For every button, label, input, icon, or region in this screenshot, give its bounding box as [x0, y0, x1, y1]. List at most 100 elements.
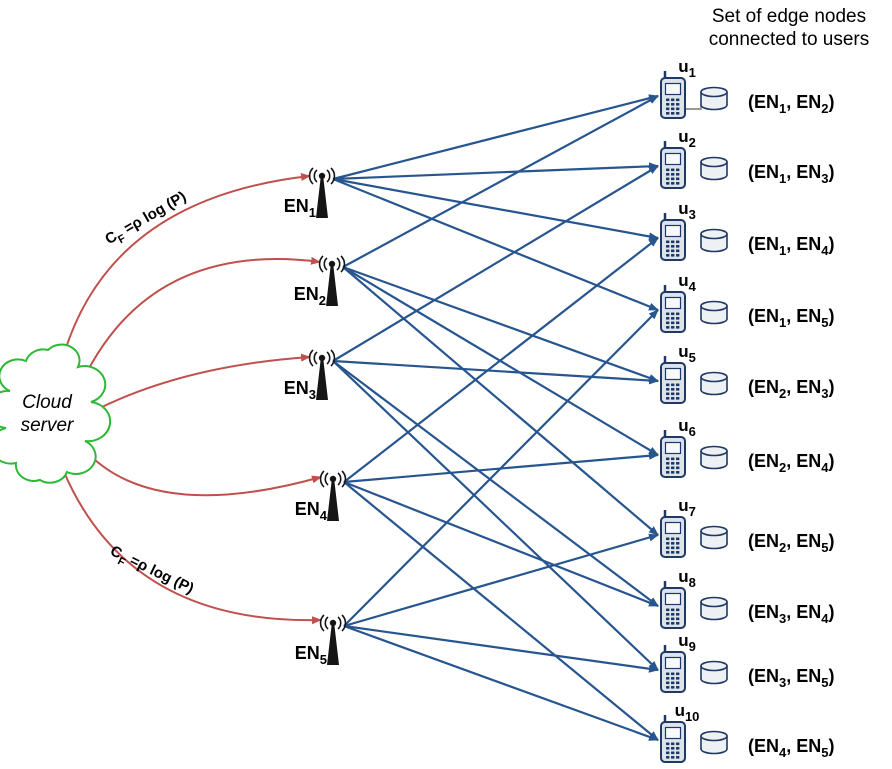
phone-icon	[660, 71, 686, 119]
database-icon	[700, 730, 728, 755]
cloud-link-EN5	[63, 471, 322, 625]
database-icon	[700, 371, 728, 396]
antenna-icon	[318, 255, 346, 306]
pair-label: (EN3, EN5)	[748, 666, 834, 690]
access-link-EN4-u6	[343, 451, 659, 484]
user-u10: u10 (EN4, EN5)	[660, 701, 834, 763]
database-icon	[700, 228, 728, 253]
pair-label: (EN2, EN5)	[748, 531, 834, 555]
antenna-icon	[308, 167, 336, 218]
access-link-EN5-u9	[343, 624, 659, 673]
pair-label: (EN4, EN5)	[748, 736, 834, 760]
pair-label: (EN1, EN5)	[748, 306, 834, 330]
access-link-EN1-u2	[332, 162, 659, 181]
cloud-icon	[0, 343, 112, 484]
database-icon	[700, 300, 728, 325]
user-u7: u7 (EN2, EN5)	[660, 496, 834, 558]
database-icon	[700, 596, 728, 621]
phone-icon	[660, 213, 686, 261]
cloud-label-line2: server	[21, 415, 74, 436]
edge-node-label: EN5	[295, 643, 327, 667]
user-label: u9	[678, 631, 696, 654]
user-u4: u4 (EN1, EN5)	[660, 271, 834, 333]
user-label: u6	[678, 416, 696, 439]
edge-node-label: EN4	[295, 499, 328, 523]
title-line-2: connected to users	[708, 28, 870, 50]
users: u1 (EN1, EN2) u2 (EN1, EN3) u3 (EN1, EN4) u4 (E…	[660, 57, 834, 763]
cloud-link-EN4	[81, 446, 322, 497]
edge-node-EN5: EN5	[295, 614, 347, 667]
title-line-1: Set of edge nodes	[711, 6, 867, 27]
database-icon	[700, 156, 728, 181]
access-link-EN1-u1	[332, 94, 659, 181]
database-icon	[700, 525, 728, 550]
user-u8: u8 (EN3, EN4)	[660, 567, 834, 629]
access-link-EN3-u2	[332, 165, 659, 362]
cloud-link-EN2	[81, 256, 321, 383]
access-link-EN4-u10	[343, 481, 659, 741]
access-link-EN4-u8	[343, 480, 659, 608]
antenna-icon	[319, 614, 347, 665]
edge-node-EN2: EN2	[294, 255, 346, 308]
user-label: u2	[678, 127, 696, 150]
database-icon	[700, 660, 728, 685]
diagram-title: Set of edge nodes connected to users	[688, 6, 890, 52]
antenna-icon	[319, 470, 347, 521]
edge-node-label: EN3	[284, 378, 316, 402]
user-label: u10	[675, 701, 700, 724]
phone-icon	[660, 141, 686, 189]
pair-label: (EN3, EN4)	[748, 602, 834, 626]
edge-to-user-links	[332, 94, 659, 742]
user-label: u1	[678, 57, 696, 80]
user-label: u7	[678, 496, 696, 519]
user-label: u8	[678, 567, 696, 590]
database-icon	[700, 86, 728, 111]
access-link-EN1-u4	[332, 177, 659, 312]
access-link-EN3-u8	[332, 360, 659, 607]
pair-label: (EN2, EN4)	[748, 451, 834, 475]
phone-db-connector	[686, 105, 702, 110]
cloud-link-EN1	[63, 173, 311, 355]
pair-label: (EN1, EN3)	[748, 162, 834, 186]
user-u9: u9 (EN3, EN5)	[660, 631, 834, 693]
access-link-EN5-u7	[343, 533, 659, 628]
database-icon	[700, 445, 728, 470]
edge-node-EN4: EN4	[295, 470, 347, 523]
phone-icon	[660, 715, 686, 763]
edge-node-label: EN1	[284, 196, 316, 220]
user-u2: u2 (EN1, EN3)	[660, 127, 834, 189]
phone-icon	[660, 510, 686, 558]
user-u6: u6 (EN2, EN4)	[660, 416, 834, 478]
user-u5: u5(EN2, EN3)	[660, 342, 834, 404]
cloud-to-edge-links	[63, 173, 322, 625]
user-u3: u3 (EN1, EN4)	[660, 199, 834, 261]
edge-node-label: EN2	[294, 284, 326, 308]
cloud-link-EN3	[89, 353, 311, 414]
access-link-EN3-u5	[332, 359, 659, 385]
pair-label: (EN1, EN2)	[748, 92, 834, 116]
pair-label: (EN1, EN4)	[748, 234, 834, 258]
access-link-EN2-u7	[342, 266, 659, 536]
access-link-EN2-u5	[342, 265, 659, 383]
user-label: u3	[678, 199, 696, 222]
phone-icon	[660, 645, 686, 693]
capacity-label-1: CF =ρ log (P)	[102, 188, 191, 251]
capacity-label-2: CF =ρ log (P)	[106, 542, 197, 601]
phone-icon	[660, 356, 686, 404]
user-label: u4	[678, 271, 696, 294]
user-label: u5	[678, 342, 696, 365]
antenna-icon	[308, 349, 336, 400]
cloud-label-line1: Cloud	[22, 392, 73, 413]
capacity-labels: CF =ρ log (P) CF =ρ log (P)	[102, 188, 197, 601]
edge-node-EN1: EN1	[284, 167, 336, 220]
access-link-EN3-u9	[332, 360, 659, 671]
user-u1: u1 (EN1, EN2)	[660, 57, 834, 119]
access-link-EN2-u6	[342, 266, 659, 456]
phone-icon	[660, 285, 686, 333]
access-link-EN1-u3	[332, 177, 659, 241]
access-link-EN2-u1	[342, 95, 659, 268]
